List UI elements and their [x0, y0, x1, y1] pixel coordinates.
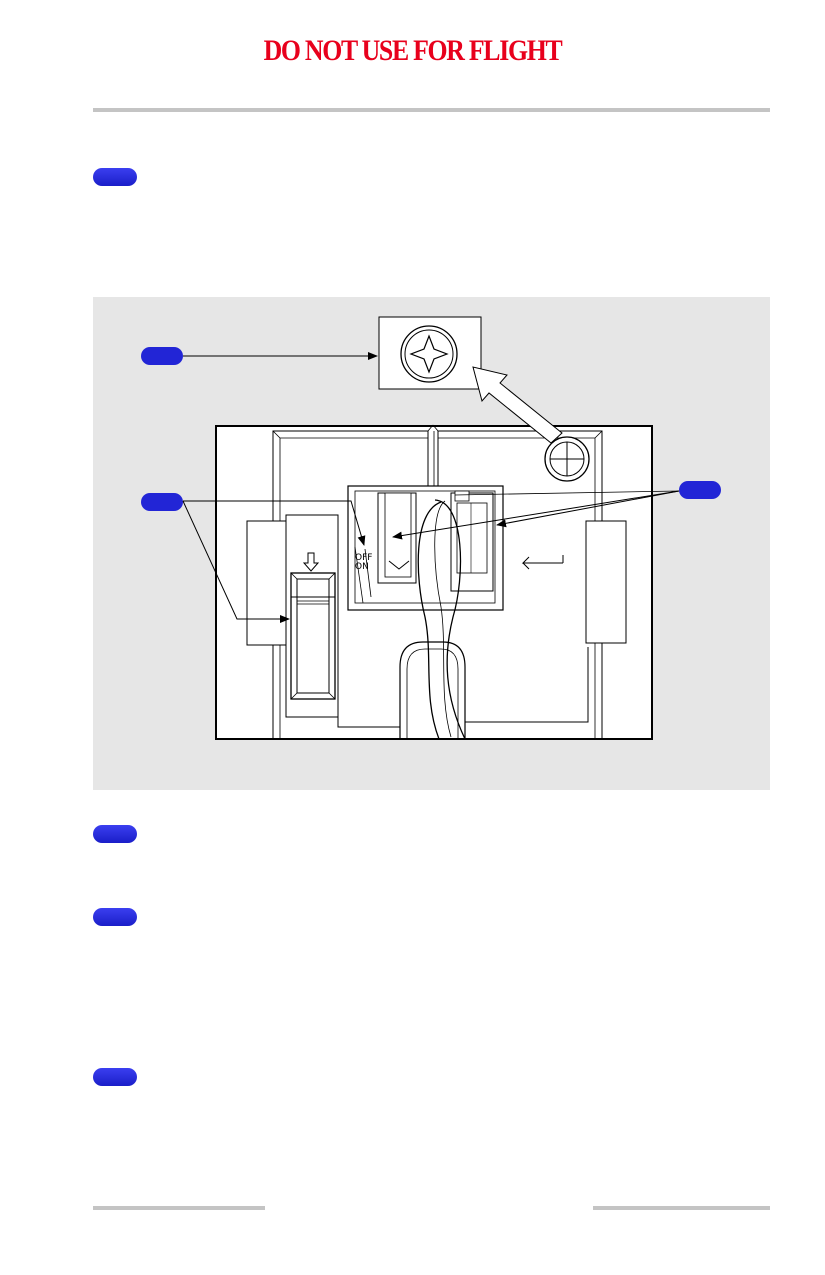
callout-line-c3 — [454, 490, 680, 496]
figure-drawing: OFF ON — [141, 316, 721, 740]
callout-line-c2 — [496, 490, 680, 528]
switch-assembly-figure: OFF ON — [93, 297, 770, 790]
left-side-block — [246, 520, 292, 646]
footer-rule-left — [93, 1206, 265, 1210]
down-arrow-icon — [302, 552, 320, 572]
detail-pointer-arrow — [472, 366, 563, 444]
toggle-switch-module: OFF ON — [347, 485, 504, 611]
do-not-use-banner: DO NOT USE FOR FLIGHT — [263, 34, 563, 67]
step-marker-2 — [93, 825, 137, 843]
callout-line-c1 — [392, 490, 680, 540]
step-marker-1 — [93, 168, 137, 186]
slide-switch — [285, 514, 400, 728]
switch-off-label: OFF — [355, 553, 372, 563]
step-marker-3 — [93, 908, 137, 926]
left-arrow-icon — [521, 556, 563, 570]
callout-marker-a — [141, 347, 183, 365]
footer-rule-right — [593, 1206, 770, 1210]
right-side-block — [585, 520, 627, 644]
header-rule — [93, 108, 770, 112]
callout-marker-b — [141, 493, 183, 511]
callout-marker-c — [679, 481, 721, 499]
housing-screw — [544, 436, 590, 482]
wire-harness — [399, 499, 589, 740]
screw-detail-view — [378, 316, 482, 390]
callout-line-b1 — [183, 500, 366, 546]
step-marker-4 — [93, 1068, 137, 1086]
callout-line-b2 — [182, 500, 290, 623]
switch-on-label: ON — [355, 562, 369, 572]
